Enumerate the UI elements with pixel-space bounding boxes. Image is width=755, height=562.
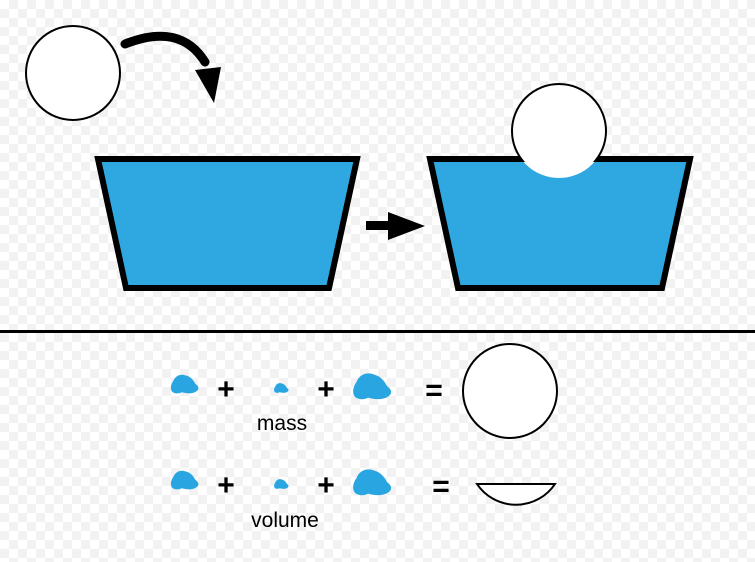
plus-sign: + [217,373,235,406]
water-droplet-icon [353,373,392,400]
displaced-volume-segment [475,483,557,506]
dropping-ball [25,25,121,121]
tub-after [426,156,694,291]
plus-sign: + [317,469,335,502]
equals-sign: = [432,470,450,503]
water-droplet-icon [353,469,392,496]
curved-arrow-icon [120,31,221,103]
tub-before [94,156,361,291]
floating-ball [511,83,607,178]
water-droplet-icon [170,374,199,394]
equals-sign: = [425,374,443,407]
water-droplet-icon [170,470,199,490]
plus-sign: + [217,469,235,502]
plus-sign: + [317,373,335,406]
right-arrow-icon [366,212,425,240]
volume-equation: + + = volume [170,469,557,532]
ball-result [462,343,558,439]
mass-label: mass [257,412,307,435]
volume-label: volume [251,509,319,532]
mass-equation: + + = mass [170,343,558,439]
divider-line [0,330,755,333]
water-droplet-icon [274,479,289,489]
water-droplet-icon [274,383,289,393]
